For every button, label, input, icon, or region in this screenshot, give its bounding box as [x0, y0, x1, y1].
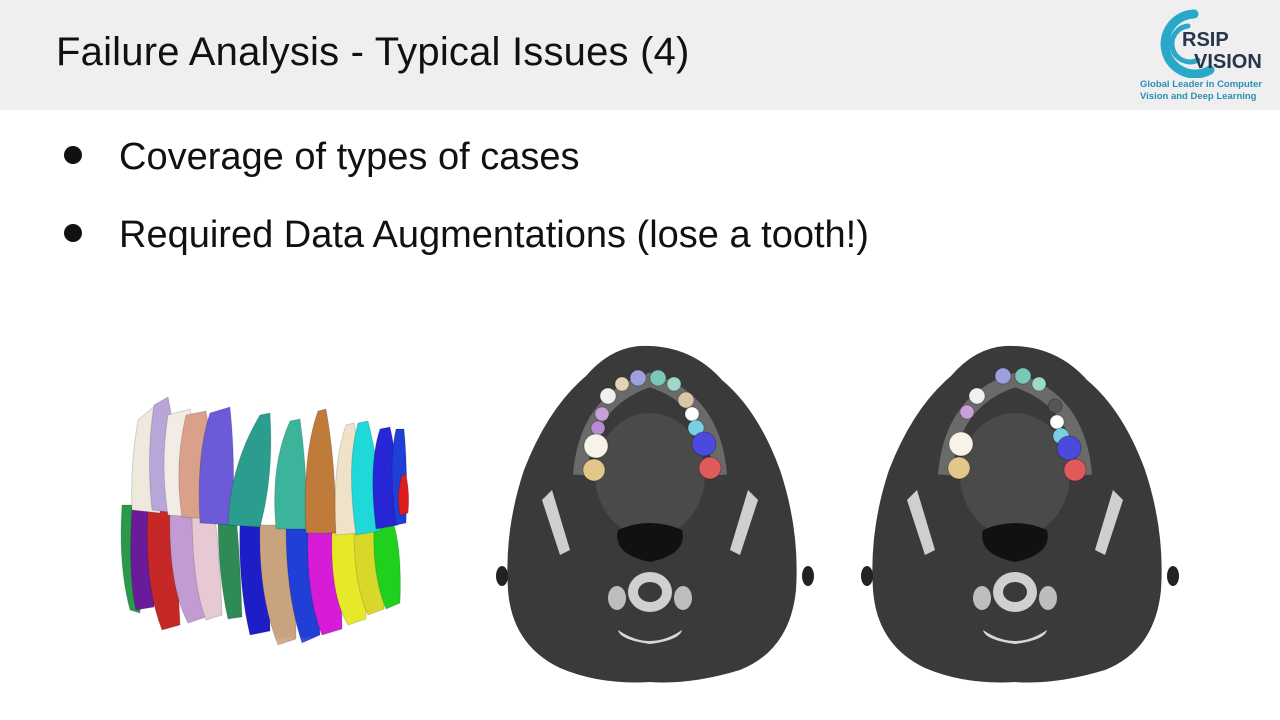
ct-scan-all-teeth-image: [496, 345, 814, 683]
logo-tagline-line2: Vision and Deep Learning: [1140, 91, 1257, 102]
rsip-vision-logo: RSIP VISION Global Leader in Computer Vi…: [1136, 6, 1272, 106]
ct-scan-tooth-removed-image: [861, 345, 1179, 683]
bullet-item: Coverage of types of cases: [64, 136, 579, 179]
slide-title: Failure Analysis - Typical Issues (4): [56, 30, 690, 74]
bullet-text: Coverage of types of cases: [119, 136, 580, 178]
logo-tagline-line1: Global Leader in Computer: [1140, 79, 1262, 90]
slide-header: Failure Analysis - Typical Issues (4) RS…: [0, 0, 1280, 110]
bullet-text: Required Data Augmentations (lose a toot…: [119, 214, 869, 256]
teeth-3d-render-image: [110, 396, 420, 685]
bullet-dot-icon: [64, 145, 82, 164]
logo-text-vision: VISION: [1194, 51, 1262, 73]
logo-tagline: Global Leader in Computer Vision and Dee…: [1140, 79, 1274, 103]
logo-arc-icon: [1160, 9, 1215, 78]
bullet-dot-icon: [64, 223, 82, 242]
logo-text-rsip: RSIP: [1182, 29, 1229, 51]
bullet-item: Required Data Augmentations (lose a toot…: [64, 214, 869, 257]
